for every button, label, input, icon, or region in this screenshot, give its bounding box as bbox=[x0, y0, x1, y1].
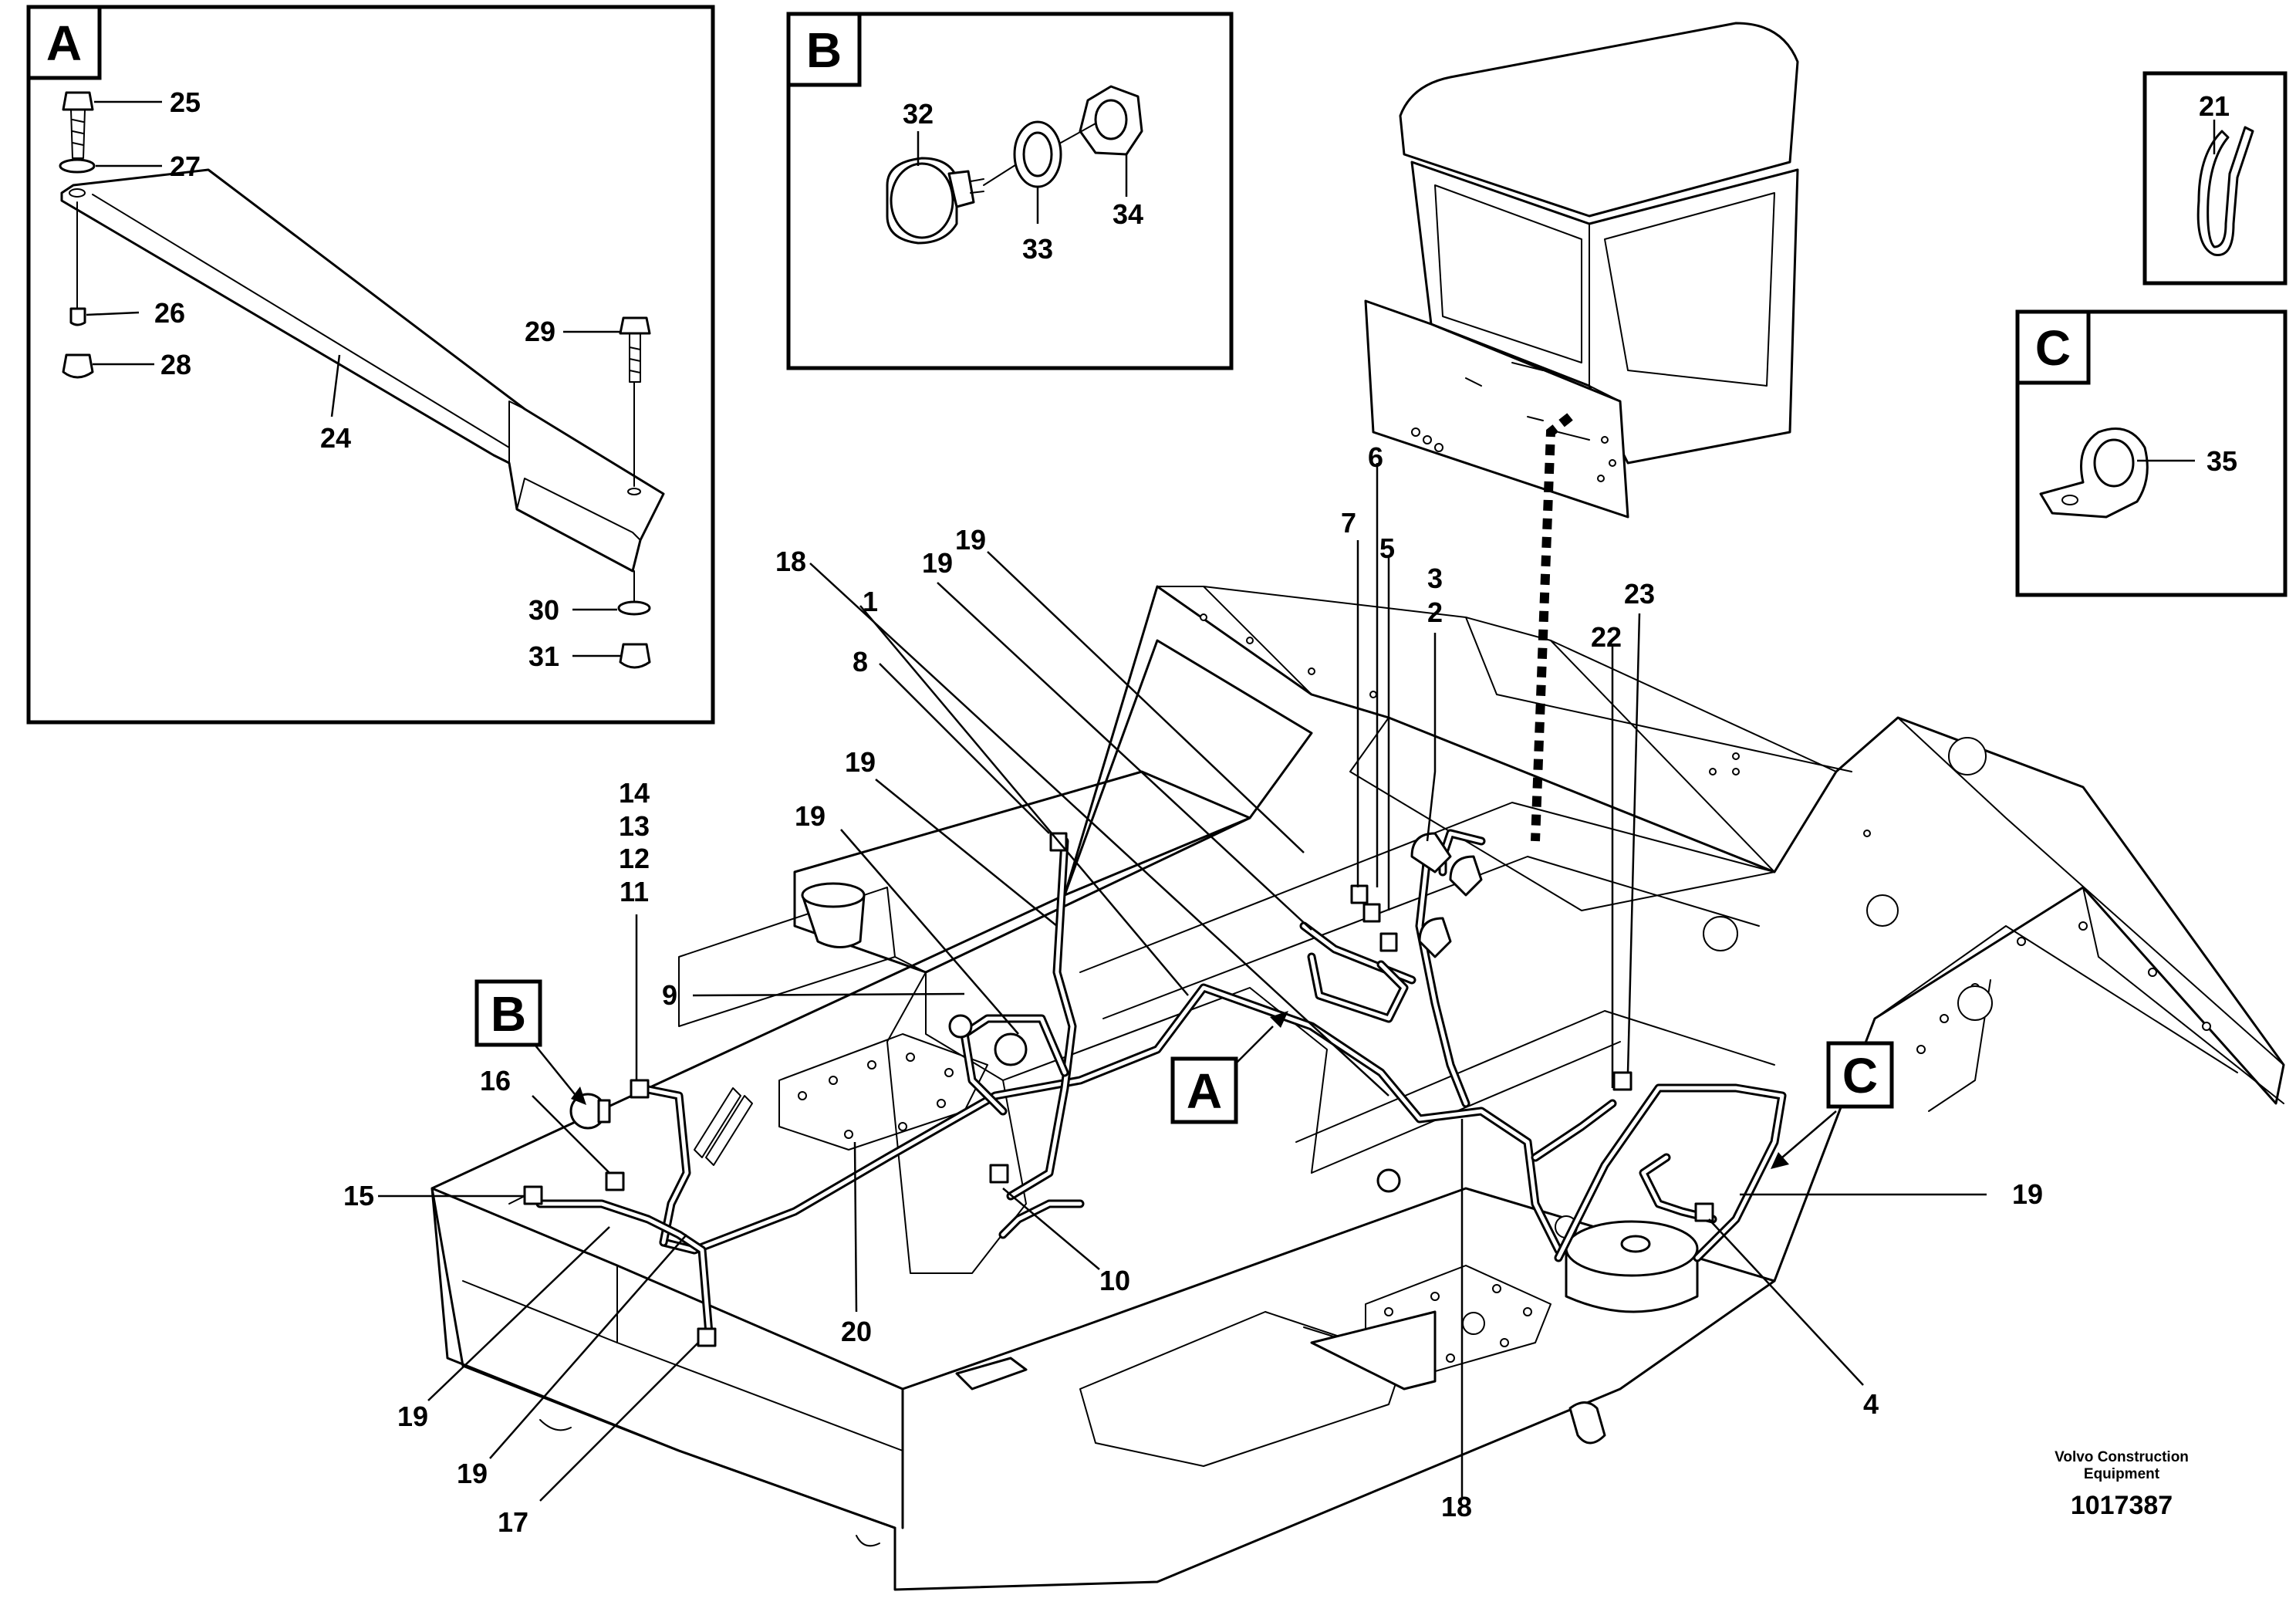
callout-8: 8 bbox=[853, 646, 868, 678]
view-marker-b-frame bbox=[474, 979, 542, 1047]
callout-33: 33 bbox=[1022, 233, 1053, 265]
callout-34: 34 bbox=[1113, 198, 1143, 230]
detail-box-b: B 32 33 34 bbox=[786, 12, 1234, 370]
callout-23: 23 bbox=[1624, 578, 1655, 610]
drawing-number: 1017387 bbox=[2071, 1491, 2173, 1520]
callout-17: 17 bbox=[498, 1506, 528, 1538]
callout-21: 21 bbox=[2199, 90, 2230, 122]
credit-line-1: Volvo Construction bbox=[2055, 1449, 2189, 1465]
callout-18-bottom: 18 bbox=[1441, 1491, 1472, 1522]
detail-box-a-letter: A bbox=[46, 15, 82, 71]
detail-box-b-tag bbox=[786, 12, 862, 87]
callout-19-mid-b: 19 bbox=[795, 800, 826, 832]
view-marker-b-letter: B bbox=[491, 986, 526, 1042]
callout-19-right: 19 bbox=[2012, 1178, 2043, 1210]
detail-box-c: C 35 bbox=[2015, 309, 2288, 597]
callout-25: 25 bbox=[170, 86, 201, 118]
detail-box-strap: 21 bbox=[2142, 71, 2288, 286]
callout-28: 28 bbox=[160, 349, 191, 380]
operator-cab-drawing bbox=[1364, 22, 1799, 842]
callout-19-top-b: 19 bbox=[922, 547, 953, 579]
callout-29: 29 bbox=[525, 316, 555, 347]
callout-2: 2 bbox=[1427, 596, 1443, 628]
detail-box-b-letter: B bbox=[806, 22, 842, 78]
callout-22: 22 bbox=[1591, 621, 1622, 653]
callout-31: 31 bbox=[528, 640, 559, 672]
callout-6: 6 bbox=[1368, 441, 1383, 473]
callout-14: 14 bbox=[619, 777, 650, 809]
callout-11: 11 bbox=[620, 876, 649, 907]
callout-7: 7 bbox=[1341, 507, 1356, 539]
cable-clips bbox=[508, 1087, 753, 1205]
callout-35: 35 bbox=[2207, 445, 2237, 477]
view-marker-c-frame bbox=[1826, 1041, 1894, 1109]
main-assembly-view: B A C 6 7 5 3 2 23 22 19 19 18 1 8 19 19… bbox=[343, 22, 2285, 1591]
view-marker-a: A bbox=[1170, 1056, 1238, 1124]
credit-line-2: Equipment bbox=[2084, 1466, 2160, 1482]
callout-27: 27 bbox=[170, 150, 201, 182]
callout-18-top: 18 bbox=[775, 546, 806, 577]
callout-1: 1 bbox=[863, 586, 878, 617]
callout-15: 15 bbox=[343, 1180, 374, 1211]
callout-19-mid-a: 19 bbox=[845, 746, 876, 778]
harness-connectors bbox=[523, 832, 1714, 1347]
callout-9: 9 bbox=[662, 979, 677, 1011]
callout-26: 26 bbox=[154, 297, 185, 329]
callout-19-top-a: 19 bbox=[955, 524, 986, 556]
callout-16: 16 bbox=[480, 1065, 511, 1097]
callout-32: 32 bbox=[903, 98, 934, 130]
callout-12: 12 bbox=[619, 843, 650, 874]
bracket-drawing bbox=[60, 168, 665, 573]
callout-13: 13 bbox=[619, 810, 650, 842]
view-marker-c: C bbox=[1826, 1041, 1894, 1109]
view-marker-c-letter: C bbox=[1842, 1048, 1878, 1103]
main-view-callouts: 6 7 5 3 2 23 22 19 19 18 1 8 19 19 14 13… bbox=[343, 441, 2043, 1538]
detail-box-a-tag bbox=[26, 5, 102, 80]
detail-box-c-tag bbox=[2015, 309, 2091, 385]
detail-box-strap-frame bbox=[2142, 71, 2288, 286]
view-marker-a-frame bbox=[1170, 1056, 1238, 1124]
detail-box-a: A bbox=[26, 5, 715, 725]
callout-19-left-b: 19 bbox=[457, 1458, 488, 1489]
callout-24: 24 bbox=[320, 422, 351, 454]
chassis-frame-drawing bbox=[430, 585, 2285, 1591]
detail-box-c-letter: C bbox=[2035, 320, 2071, 376]
detail-box-b-frame bbox=[786, 12, 1234, 370]
callout-leader-lines bbox=[378, 463, 1987, 1502]
callout-3: 3 bbox=[1427, 563, 1443, 594]
callout-4: 4 bbox=[1863, 1388, 1879, 1420]
view-marker-b: B bbox=[474, 979, 542, 1047]
callout-19-left-a: 19 bbox=[397, 1401, 428, 1432]
wiring-harness bbox=[535, 829, 1787, 1347]
callout-5: 5 bbox=[1379, 532, 1395, 564]
callout-10: 10 bbox=[1099, 1265, 1130, 1296]
callout-20: 20 bbox=[841, 1316, 872, 1347]
callout-30: 30 bbox=[528, 594, 559, 626]
drawing-footer: Volvo Construction Equipment 1017387 bbox=[2055, 1449, 2189, 1520]
cable-tie-drawing bbox=[2196, 126, 2254, 256]
view-marker-a-letter: A bbox=[1187, 1063, 1222, 1119]
